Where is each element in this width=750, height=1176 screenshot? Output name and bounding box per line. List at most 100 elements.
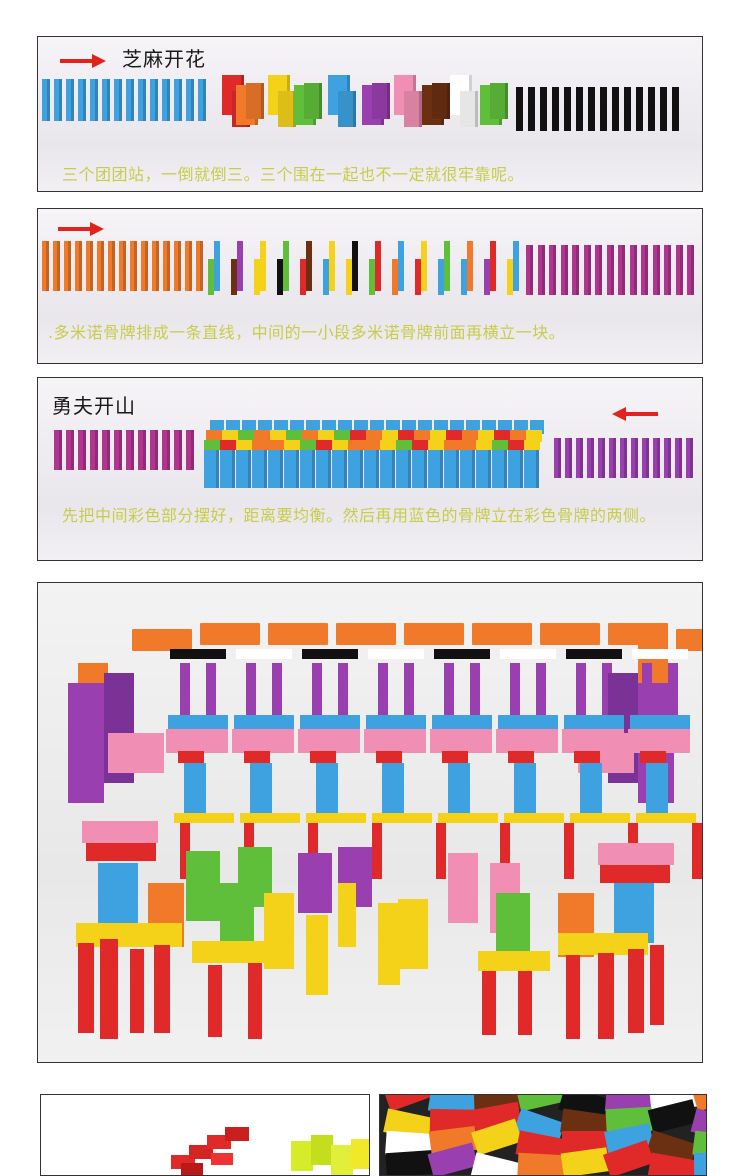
domino-tile bbox=[632, 649, 688, 659]
domino-tile bbox=[380, 440, 396, 450]
domino-tile bbox=[66, 79, 74, 121]
domino-tile bbox=[302, 430, 318, 442]
domino-tile bbox=[378, 663, 388, 721]
domino-tile bbox=[306, 813, 366, 823]
domino-stack-photo bbox=[40, 1094, 370, 1176]
domino-tile bbox=[432, 83, 450, 119]
domino-tile bbox=[576, 663, 586, 721]
domino-tile bbox=[618, 245, 625, 295]
domino-tile bbox=[647, 1099, 699, 1134]
domino-tile bbox=[404, 623, 464, 645]
domino-tile bbox=[692, 1130, 706, 1161]
domino-tile bbox=[404, 91, 422, 127]
domino-tile bbox=[366, 715, 426, 729]
domino-tile bbox=[693, 1152, 706, 1175]
domino-tile bbox=[366, 430, 382, 442]
domino-tile bbox=[102, 430, 110, 470]
domino-tile bbox=[186, 430, 194, 470]
domino-tile bbox=[570, 813, 630, 823]
domino-tile bbox=[78, 430, 86, 470]
domino-tile bbox=[692, 823, 702, 879]
domino-tile bbox=[42, 241, 49, 291]
colosseum-illustration bbox=[68, 623, 702, 1039]
panel-title: 勇夫开山 bbox=[52, 394, 136, 418]
domino-tile bbox=[234, 715, 294, 729]
domino-tile bbox=[141, 241, 148, 291]
domino-tile bbox=[138, 430, 146, 470]
domino-tile bbox=[237, 241, 243, 291]
domino-tile bbox=[428, 450, 443, 488]
domino-tile bbox=[636, 813, 696, 823]
domino-tile bbox=[286, 430, 302, 442]
domino-tile bbox=[600, 87, 607, 131]
domino-tile bbox=[629, 245, 637, 295]
domino-tile bbox=[162, 430, 170, 470]
domino-tile bbox=[636, 87, 643, 131]
domino-tile bbox=[396, 440, 412, 450]
domino-tile bbox=[306, 915, 328, 995]
domino-tile bbox=[246, 83, 264, 119]
domino-tile bbox=[412, 440, 428, 450]
domino-tile bbox=[444, 241, 450, 291]
domino-tile bbox=[364, 440, 380, 450]
domino-tile bbox=[598, 953, 614, 1039]
domino-tile bbox=[508, 440, 524, 450]
domino-tile bbox=[494, 430, 510, 442]
domino-tile bbox=[517, 1152, 565, 1175]
domino-tile bbox=[398, 430, 414, 442]
domino-tile bbox=[647, 1152, 698, 1175]
domino-tile bbox=[284, 440, 300, 450]
domino-tile bbox=[130, 949, 144, 1033]
domino-tile bbox=[284, 450, 299, 488]
domino-tile bbox=[248, 963, 262, 1039]
instruction-panel-brave-mountain: 勇夫开山 先把中间彩色部分摆好，距离要均衡。然后再用蓝色的骨牌立在彩色骨牌的两侧… bbox=[37, 377, 703, 561]
panel-caption: .多米诺骨牌排成一条直线，中间的一小段多米诺骨牌前面再横立一块。 bbox=[48, 323, 566, 342]
domino-tile bbox=[254, 259, 260, 295]
domino-tile bbox=[660, 87, 667, 131]
domino-tile bbox=[600, 865, 670, 883]
arrow-left-icon bbox=[612, 407, 658, 421]
domino-tile bbox=[524, 450, 539, 488]
domino-tile bbox=[602, 663, 612, 721]
domino-tile bbox=[640, 751, 666, 763]
domino-tile bbox=[641, 245, 648, 295]
domino-tile bbox=[504, 813, 564, 823]
domino-tile bbox=[598, 438, 605, 478]
domino-tile bbox=[308, 823, 318, 879]
domino-tile bbox=[338, 91, 356, 127]
domino-tile bbox=[108, 241, 115, 291]
domino-tile bbox=[513, 241, 519, 291]
domino-tile bbox=[427, 1142, 479, 1175]
domino-tile bbox=[168, 715, 228, 729]
domino-tile bbox=[186, 79, 194, 121]
domino-tile bbox=[130, 241, 137, 291]
panel-caption: 三个团团站，一倒就倒三。三个围在一起也不一定就很牢靠呢。 bbox=[62, 165, 525, 184]
domino-tile bbox=[676, 629, 702, 651]
domino-tile bbox=[368, 649, 424, 659]
domino-tile bbox=[687, 245, 694, 295]
domino-tile bbox=[472, 623, 532, 645]
domino-tile bbox=[385, 1150, 433, 1175]
domino-tile bbox=[549, 245, 556, 295]
domino-tile bbox=[114, 79, 122, 121]
domino-tile bbox=[536, 663, 546, 721]
domino-tile bbox=[558, 933, 648, 955]
domino-tile bbox=[86, 843, 156, 861]
domino-tile bbox=[316, 440, 332, 450]
domino-tile bbox=[316, 763, 338, 815]
domino-tile bbox=[283, 241, 289, 291]
domino-tile bbox=[421, 241, 427, 291]
domino-tile bbox=[332, 440, 348, 450]
domino-tile bbox=[220, 440, 236, 450]
domino-tile bbox=[412, 450, 427, 488]
domino-tile bbox=[196, 241, 203, 291]
domino-tile bbox=[508, 450, 523, 488]
domino-tile bbox=[250, 763, 272, 815]
domino-tile bbox=[298, 729, 360, 753]
domino-tile bbox=[180, 663, 190, 721]
domino-tile bbox=[375, 241, 381, 291]
domino-tile bbox=[492, 450, 507, 488]
domino-tile bbox=[364, 729, 426, 753]
domino-tile bbox=[648, 87, 655, 131]
domino-tile bbox=[526, 245, 533, 295]
